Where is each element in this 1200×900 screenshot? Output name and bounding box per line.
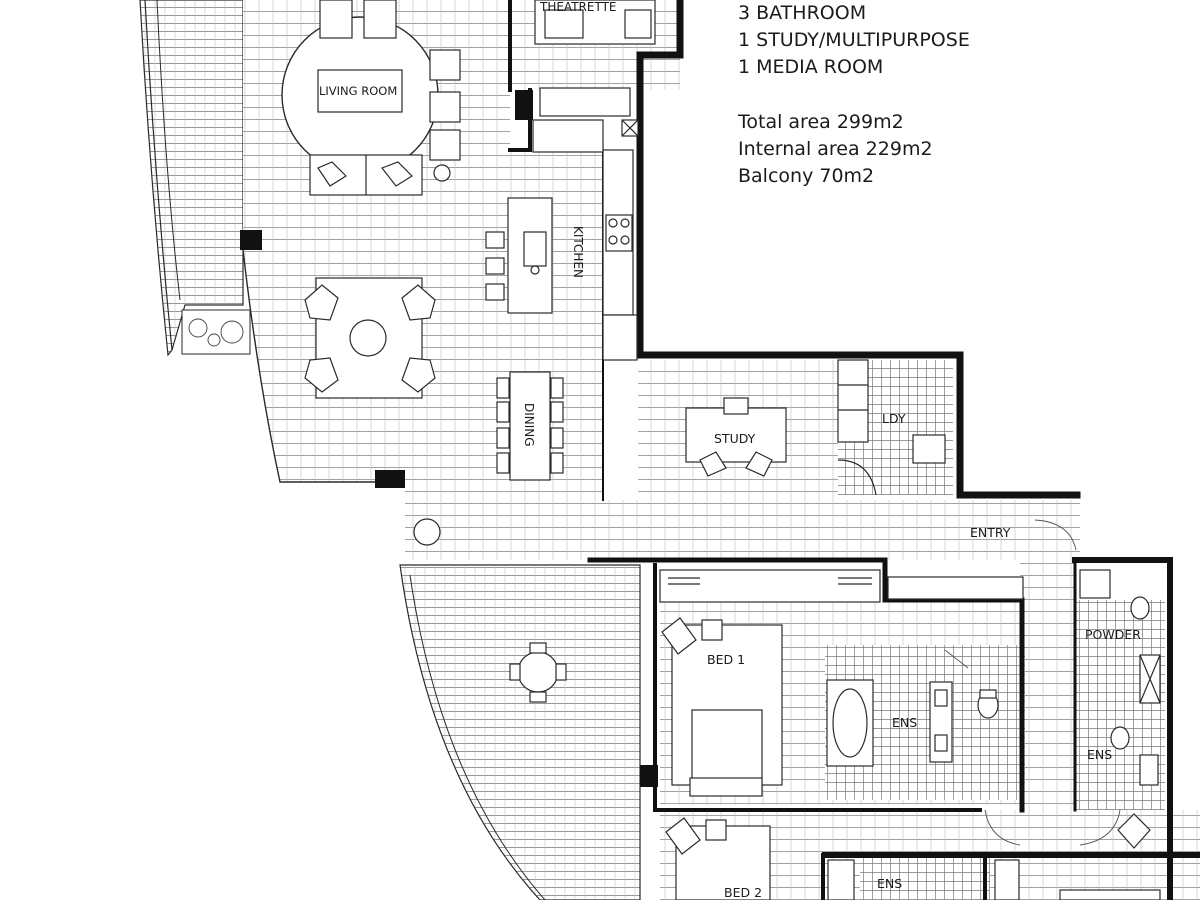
coffee-table bbox=[317, 69, 403, 113]
laundry-fixtures bbox=[837, 359, 946, 496]
balcony-area: Balcony 70m2 bbox=[738, 165, 875, 187]
sofa bbox=[309, 154, 451, 196]
label-living-room: LIVING ROOM bbox=[319, 84, 397, 98]
room-summary: 3 BATHROOM 1 STUDY/MULTIPURPOSE 1 MEDIA … bbox=[738, 0, 970, 81]
walls bbox=[508, 0, 1200, 900]
balcony-table bbox=[509, 642, 567, 703]
planter bbox=[413, 518, 441, 546]
lounge-chairs bbox=[319, 0, 461, 161]
ensuite1-fixtures bbox=[826, 679, 999, 767]
kitchen-island bbox=[485, 197, 553, 314]
upper-balcony bbox=[139, 0, 251, 357]
ensuite3-floor bbox=[860, 858, 990, 900]
summary-media: 1 MEDIA ROOM bbox=[738, 56, 884, 78]
label-laundry: LDY bbox=[882, 411, 906, 426]
label-bed1: BED 1 bbox=[707, 652, 745, 667]
column bbox=[515, 90, 533, 120]
label-ensuite3: ENS bbox=[877, 876, 902, 891]
room-labels: THEATRETTE LIVING ROOM KITCHEN DINING ST… bbox=[319, 0, 1141, 900]
label-study: STUDY bbox=[714, 431, 756, 446]
summary-study: 1 STUDY/MULTIPURPOSE bbox=[738, 29, 970, 51]
living-rug bbox=[281, 16, 439, 174]
label-theatrette: THEATRETTE bbox=[539, 0, 617, 14]
summary-bathrooms: 3 BATHROOM bbox=[738, 2, 867, 24]
theatrette-sofa bbox=[534, 0, 656, 45]
internal-area: Internal area 229m2 bbox=[738, 138, 933, 160]
label-kitchen: KITCHEN bbox=[571, 226, 585, 278]
bed2-furniture bbox=[665, 813, 1161, 900]
hall-corridor bbox=[1020, 560, 1075, 810]
study-desk bbox=[685, 397, 787, 477]
bed1-furniture bbox=[659, 569, 1024, 797]
kitchen-bench bbox=[532, 119, 639, 361]
label-powder: POWDER bbox=[1085, 627, 1141, 642]
powder-fixtures bbox=[1079, 569, 1161, 786]
label-bed2: BED 2 bbox=[724, 885, 762, 900]
total-area: Total area 299m2 bbox=[738, 111, 904, 133]
door-swings bbox=[944, 519, 1121, 846]
dining-table bbox=[496, 371, 564, 481]
media-unit bbox=[539, 87, 631, 117]
label-entry: ENTRY bbox=[970, 525, 1011, 540]
column bbox=[240, 230, 262, 250]
lounge-table bbox=[304, 277, 436, 399]
column bbox=[375, 470, 405, 488]
label-ensuite2: ENS bbox=[1087, 747, 1112, 762]
label-dining: DINING bbox=[522, 403, 536, 447]
area-summary: Total area 299m2 Internal area 229m2 Bal… bbox=[738, 109, 933, 190]
label-ensuite1: ENS bbox=[892, 715, 917, 730]
planter bbox=[181, 309, 251, 355]
lower-balcony bbox=[399, 564, 641, 900]
column bbox=[640, 765, 658, 787]
entry-corridor bbox=[405, 500, 1080, 560]
